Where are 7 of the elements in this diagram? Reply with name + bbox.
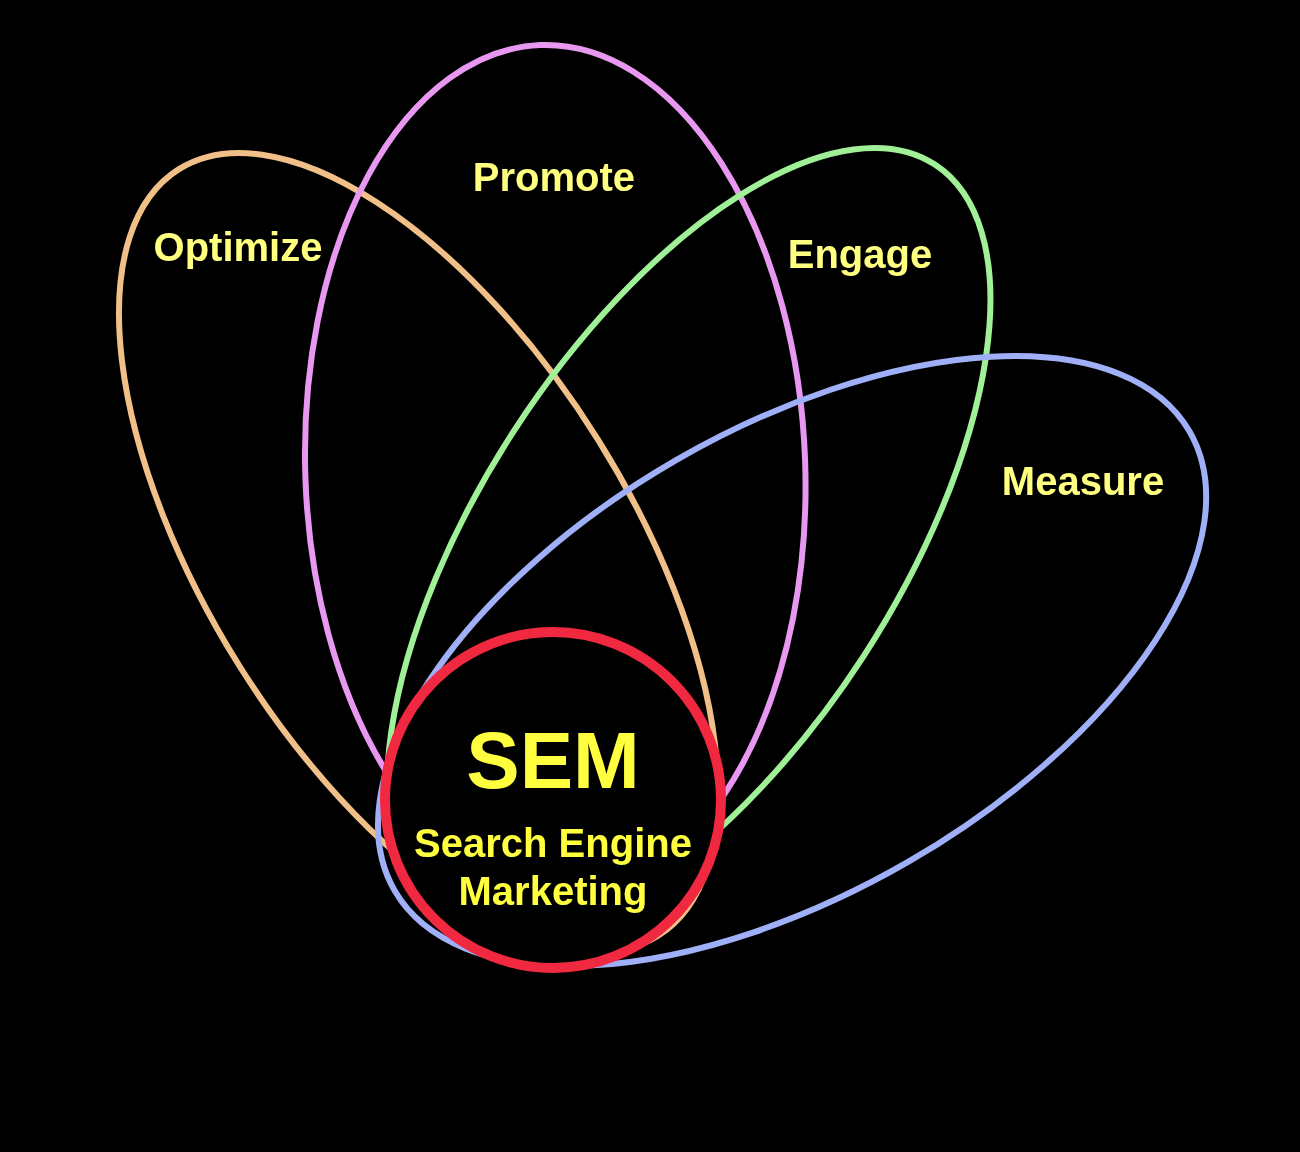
ellipse-label: Engage [787, 231, 933, 277]
circle-title: SEM [466, 721, 640, 801]
circle-subtitle: Search Engine Marketing [413, 820, 693, 915]
ellipse-label: Measure [1001, 458, 1165, 504]
ellipse-label: Promote [472, 154, 636, 200]
ellipse-label: Optimize [153, 224, 323, 270]
circle-shape [380, 627, 726, 973]
